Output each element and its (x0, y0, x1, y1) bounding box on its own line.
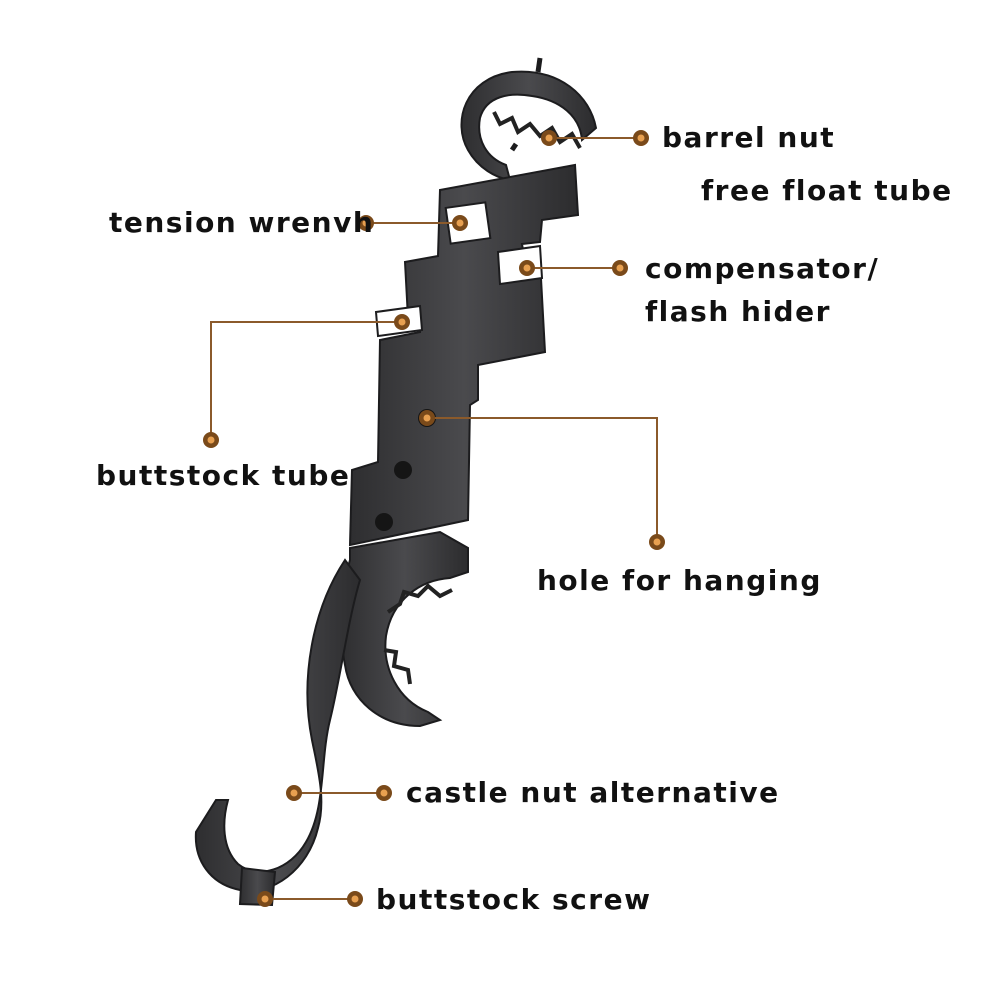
marker-compensator-end (612, 260, 628, 276)
barrel-nut-teeth (492, 111, 582, 149)
marker-buttstock-tube-start (394, 314, 410, 330)
marker-buttstock-tube-end (203, 432, 219, 448)
label-compensator-line2: flash hider (645, 295, 831, 328)
marker-tension-wrench-end (358, 215, 374, 231)
label-castle-nut-alternative: castle nut alternative (406, 776, 780, 809)
wrench-shank (194, 558, 362, 892)
label-buttstock-screw: buttstock screw (376, 883, 652, 916)
marker-barrel-nut-end (633, 130, 649, 146)
barrel-nut-head (460, 70, 598, 182)
marker-tension-wrench-start (452, 215, 468, 231)
marker-buttstock-screw-end (347, 891, 363, 907)
barrel-nut-pin-bottom (509, 142, 519, 152)
marker-castle-nut-start (286, 785, 302, 801)
marker-compensator-start (519, 260, 535, 276)
marker-buttstock-screw-start (257, 891, 273, 907)
marker-hanging-start (419, 410, 435, 426)
wrench-lower-hook (340, 530, 469, 728)
hanging-hole-3 (375, 513, 393, 531)
castle-nut-teeth (383, 583, 453, 685)
leader-buttstock-tube (210, 321, 402, 440)
label-barrel-nut: barrel nut (662, 121, 836, 154)
leader-lines (210, 137, 658, 900)
marker-hanging-end (649, 534, 665, 550)
hanging-hole-2 (394, 461, 412, 479)
label-compensator-line1: compensator/ (645, 252, 880, 285)
label-hole-for-hanging: hole for hanging (537, 564, 822, 597)
label-free-float-tube: free float tube (701, 174, 953, 207)
leader-hole-for-hanging (427, 417, 658, 542)
marker-barrel-nut-start (541, 130, 557, 146)
marker-castle-nut-end (376, 785, 392, 801)
marker-dots (203, 130, 665, 907)
barrel-nut-pin-top (535, 57, 543, 73)
label-buttstock-tube: buttstock tube (96, 459, 351, 492)
label-tension-wrench: tension wrenvh (109, 206, 375, 239)
